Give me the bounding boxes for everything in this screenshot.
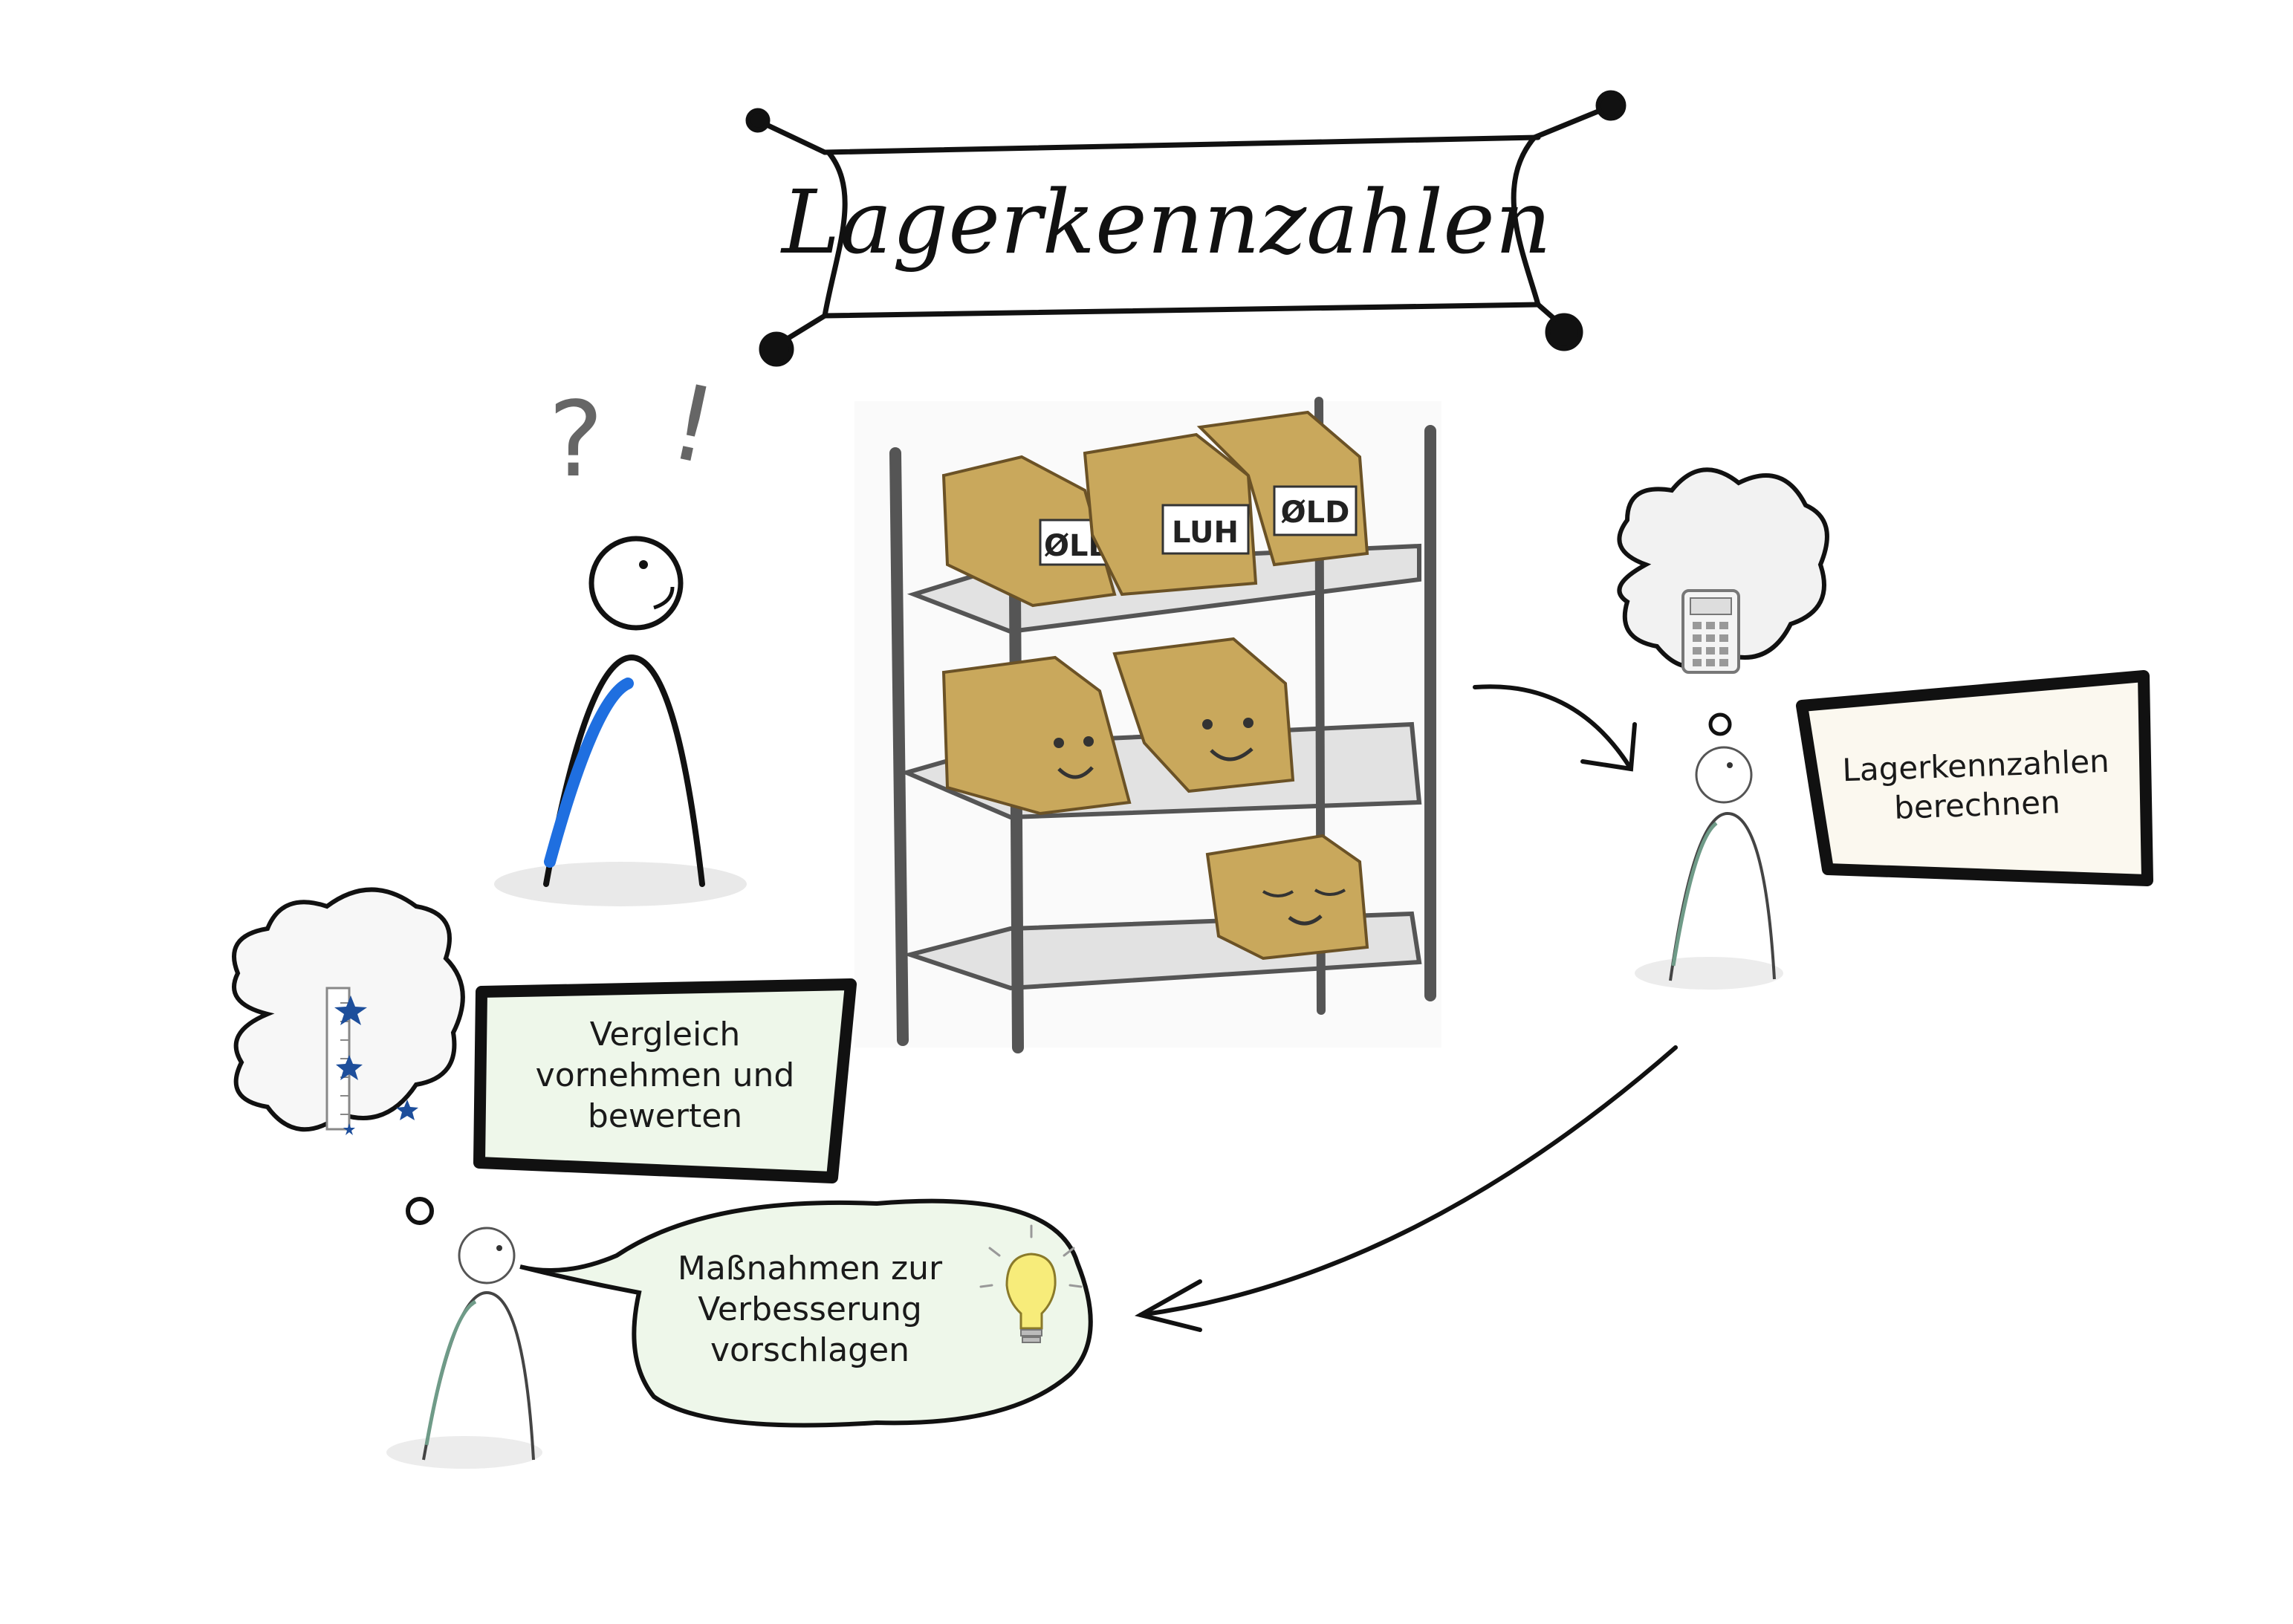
sleeping-box	[1205, 834, 1369, 961]
compare-label: Vergleich vornehmen und bewerten	[535, 1016, 795, 1135]
confused-figure: ? !	[494, 362, 747, 906]
calculator-icon	[1681, 589, 1740, 674]
calculate-figure	[1617, 467, 1829, 990]
compare-figure	[232, 887, 542, 1469]
box-label-old: ØLD	[1281, 496, 1350, 530]
shelf-illustration: ØLB LUH ØLD	[854, 397, 1441, 1053]
calculate-label: Lagerkennzahlen berechnen	[1841, 742, 2110, 826]
smiling-box-2	[1112, 637, 1295, 793]
exclamation-mark: !	[660, 362, 726, 489]
arrow-calculate-to-suggest	[1134, 1045, 1678, 1332]
box-luh	[1083, 432, 1258, 597]
smiling-box-1	[941, 655, 1132, 816]
compare-note-card	[473, 978, 857, 1183]
rating-scale-icon	[325, 987, 418, 1135]
box-old	[1196, 410, 1369, 567]
lightbulb-icon	[979, 1224, 1083, 1343]
question-mark: ?	[548, 380, 603, 501]
title-text: Lagerkennzahlen	[780, 171, 1551, 273]
suggest-label: Maßnahmen zur Verbesserung vorschlagen	[677, 1250, 943, 1369]
arrow-shelf-to-calculate	[1473, 684, 1637, 772]
calculate-note-card	[1796, 670, 2153, 886]
title-banner	[745, 90, 1626, 367]
suggest-speech-bubble	[519, 1198, 1093, 1428]
box-label-luh: LUH	[1172, 516, 1239, 550]
